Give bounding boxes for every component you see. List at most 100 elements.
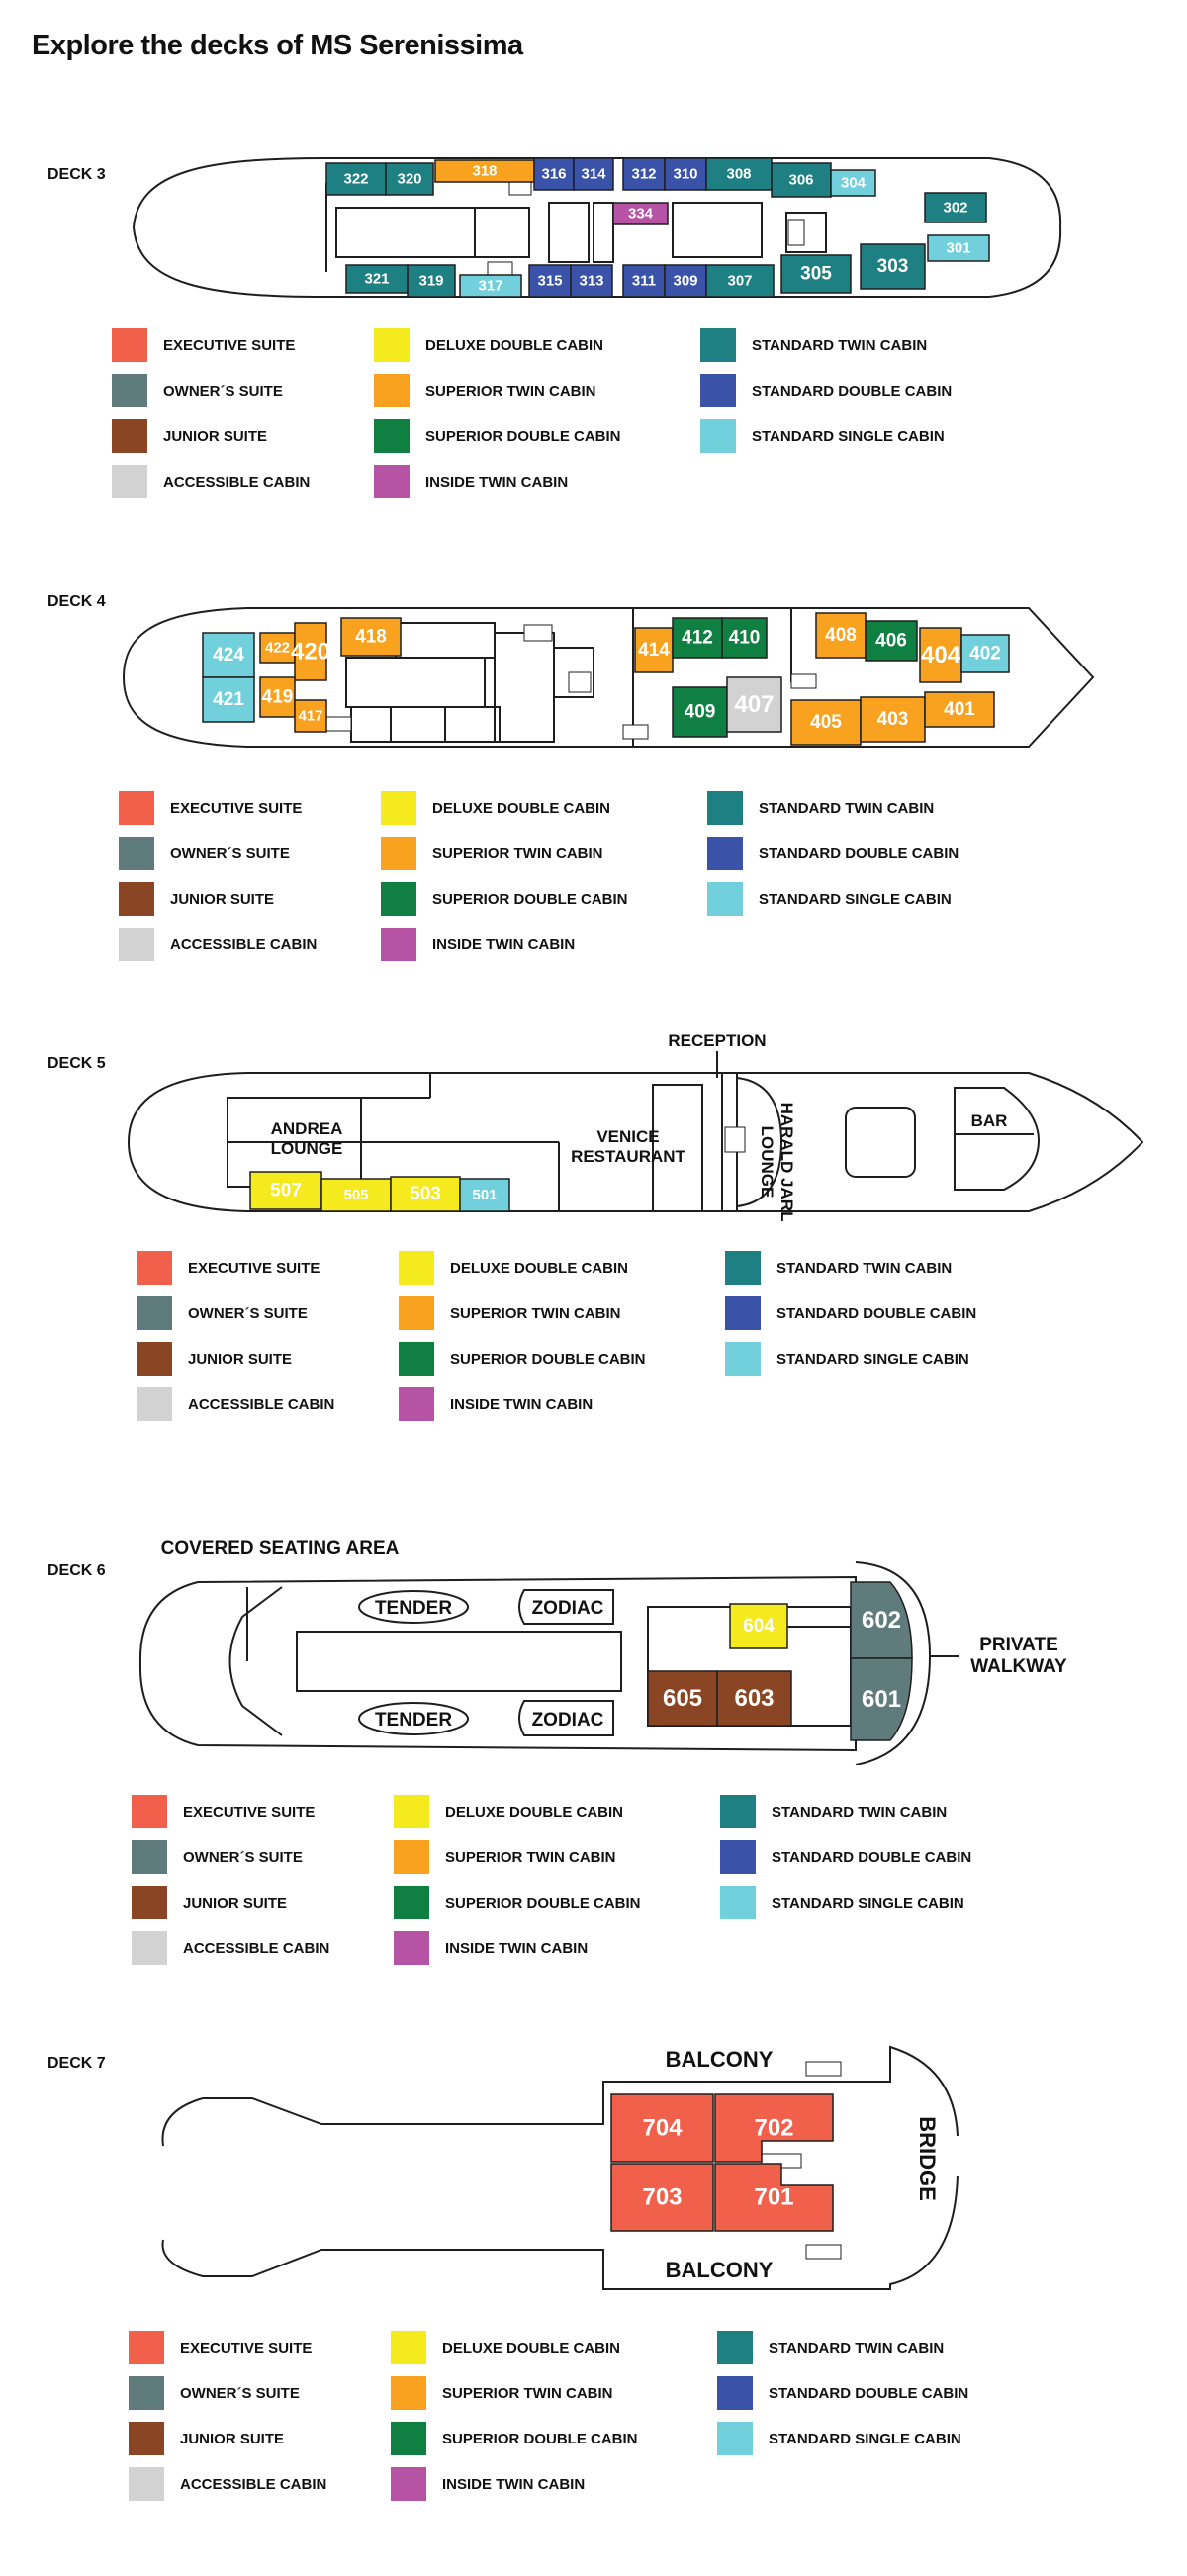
- cabin-703[interactable]: [610, 2163, 714, 2232]
- legend-swatch: [717, 2376, 753, 2410]
- deck-5-label: DECK 5: [47, 1055, 106, 1072]
- cabin-311[interactable]: [622, 264, 666, 298]
- cabin-308[interactable]: [705, 157, 773, 191]
- cabin-number: 403: [877, 709, 909, 730]
- cabin-702[interactable]: [714, 2093, 834, 2163]
- legend-item: SUPERIOR DOUBLE CABIN: [381, 882, 628, 916]
- area-private-walkway-1: PRIVATE: [979, 1635, 1058, 1655]
- legend-item: ACCESSIBLE CABIN: [129, 2467, 326, 2501]
- legend-label: EXECUTIVE SUITE: [188, 1259, 320, 1277]
- cabin-420[interactable]: [294, 622, 327, 681]
- cabin-419[interactable]: [259, 676, 296, 718]
- cabin-410[interactable]: [721, 617, 768, 659]
- cabin-number: 701: [754, 2184, 793, 2211]
- cabin-314[interactable]: [573, 157, 614, 191]
- legend-label: STANDARD DOUBLE CABIN: [769, 2384, 969, 2402]
- cabin-304[interactable]: [830, 169, 876, 197]
- cabin-409[interactable]: [672, 686, 728, 738]
- cabin-322[interactable]: [325, 162, 387, 196]
- cabin-number: 414: [638, 640, 670, 661]
- cabin-505[interactable]: [320, 1178, 392, 1212]
- cabin-number: 417: [298, 708, 322, 725]
- legend-swatch: [707, 882, 743, 916]
- legend-item: JUNIOR SUITE: [137, 1342, 292, 1376]
- legend-item: STANDARD TWIN CABIN: [725, 1251, 952, 1285]
- cabin-401[interactable]: [924, 691, 995, 728]
- legend-item: DELUXE DOUBLE CABIN: [399, 1251, 628, 1285]
- cabin-507[interactable]: [249, 1171, 322, 1210]
- cabin-317[interactable]: [459, 274, 522, 298]
- cabin-313[interactable]: [570, 264, 613, 298]
- cabin-403[interactable]: [860, 696, 926, 743]
- cabin-number: 307: [727, 273, 752, 290]
- cabin-307[interactable]: [705, 264, 775, 298]
- cabin-316[interactable]: [533, 157, 575, 191]
- cabin-315[interactable]: [528, 264, 572, 298]
- cabin-301[interactable]: [927, 234, 990, 262]
- legend-label: SUPERIOR TWIN CABIN: [442, 2384, 613, 2402]
- cabin-402[interactable]: [960, 634, 1010, 673]
- legend-swatch: [399, 1296, 434, 1330]
- legend-swatch: [374, 374, 410, 407]
- legend-label: STANDARD SINGLE CABIN: [772, 1894, 964, 1911]
- cabin-405[interactable]: [790, 699, 862, 746]
- cabin-302[interactable]: [924, 192, 987, 223]
- legend-item: DELUXE DOUBLE CABIN: [381, 791, 610, 825]
- cabin-number: 422: [265, 640, 290, 657]
- cabin-406[interactable]: [865, 620, 918, 662]
- legend-item: INSIDE TWIN CABIN: [394, 1931, 588, 1965]
- cabin-306[interactable]: [771, 162, 832, 198]
- cabin-number: 412: [682, 628, 713, 649]
- cabin-305[interactable]: [780, 254, 852, 294]
- cabin-320[interactable]: [385, 162, 434, 196]
- legend-swatch: [112, 328, 147, 362]
- legend-item: STANDARD DOUBLE CABIN: [707, 837, 959, 870]
- cabin-601[interactable]: [850, 1657, 913, 1741]
- cabin-number: 601: [862, 1686, 901, 1713]
- legend-swatch: [725, 1296, 761, 1330]
- legend-label: ACCESSIBLE CABIN: [183, 1939, 330, 1957]
- cabin-418[interactable]: [340, 617, 402, 657]
- cabin-319[interactable]: [407, 264, 456, 298]
- legend-item: STANDARD DOUBLE CABIN: [725, 1296, 976, 1330]
- legend-label: ACCESSIBLE CABIN: [170, 935, 318, 953]
- cabin-503[interactable]: [390, 1176, 461, 1212]
- cabin-334[interactable]: [612, 202, 669, 225]
- cabin-303[interactable]: [860, 243, 926, 290]
- cabin-603[interactable]: [716, 1670, 792, 1727]
- legend-swatch: [112, 465, 147, 498]
- cabin-321[interactable]: [345, 264, 409, 294]
- cabin-310[interactable]: [664, 157, 707, 191]
- legend-swatch: [717, 2422, 753, 2455]
- legend-swatch: [381, 928, 416, 961]
- cabin-422[interactable]: [259, 632, 296, 664]
- legend-swatch: [394, 1886, 429, 1919]
- cabin-312[interactable]: [622, 157, 666, 191]
- deck-7-hull: [161, 2045, 959, 2290]
- cabin-408[interactable]: [815, 612, 867, 659]
- cabin-604[interactable]: [729, 1603, 788, 1649]
- cabin-704[interactable]: [610, 2093, 714, 2163]
- legend-label: STANDARD DOUBLE CABIN: [776, 1304, 977, 1322]
- cabin-417[interactable]: [294, 699, 327, 733]
- cabin-501[interactable]: [459, 1178, 510, 1212]
- area-zodiac-top: ZODIAC: [532, 1598, 604, 1619]
- cabin-701[interactable]: [714, 2163, 834, 2232]
- legend-label: INSIDE TWIN CABIN: [450, 1395, 594, 1413]
- cabin-309[interactable]: [664, 264, 707, 298]
- cabin-number: 319: [418, 273, 443, 290]
- cabin-424[interactable]: [202, 632, 255, 678]
- cabin-407[interactable]: [726, 676, 782, 733]
- area-tender-bottom: TENDER: [375, 1710, 452, 1731]
- legend-label: OWNER´S SUITE: [180, 2384, 300, 2402]
- cabin-number: 401: [944, 699, 975, 720]
- legend-swatch: [129, 2376, 164, 2410]
- cabin-605[interactable]: [647, 1670, 718, 1727]
- cabin-404[interactable]: [919, 627, 962, 683]
- legend-label: EXECUTIVE SUITE: [183, 1803, 316, 1821]
- legend-item: OWNER´S SUITE: [132, 1840, 303, 1874]
- cabin-421[interactable]: [202, 676, 255, 723]
- legend-item: JUNIOR SUITE: [112, 419, 267, 453]
- legend-swatch: [129, 2331, 164, 2364]
